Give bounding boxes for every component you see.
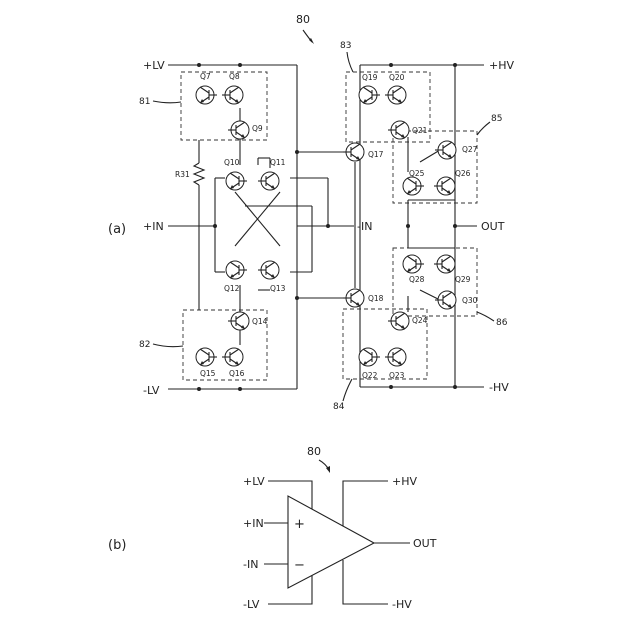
figure-b-out: OUT	[413, 537, 437, 550]
q26-label: Q26	[455, 169, 471, 178]
q18-label: Q18	[368, 294, 384, 303]
transistor-q24	[388, 312, 409, 330]
figure-b: (b) 80 + − +LV +IN -IN -LV +HV OUT -HV	[108, 445, 437, 611]
q12-label: Q12	[224, 284, 240, 293]
q14-label: Q14	[252, 317, 268, 326]
q17-label: Q17	[368, 150, 384, 159]
block-85-label: 85	[491, 114, 502, 124]
block-84-leader	[343, 379, 352, 401]
block-81-label: 81	[139, 97, 150, 107]
transistor-q21	[388, 121, 409, 139]
transistor-q13	[258, 261, 279, 279]
figure-a-tag: (a)	[108, 222, 126, 237]
q11-label: Q11	[270, 158, 286, 167]
block-82-leader	[153, 344, 183, 347]
junction-dots	[197, 63, 457, 391]
q23-label: Q23	[389, 371, 405, 380]
transistor-q9	[228, 121, 249, 139]
transistor-q23	[385, 348, 406, 366]
phv-label: +HV	[489, 59, 514, 72]
q30-label: Q30	[462, 296, 478, 305]
transistor-q25	[403, 177, 424, 195]
transistor-q17	[343, 143, 364, 161]
q8-label: Q8	[229, 72, 240, 81]
block-83-leader	[347, 52, 353, 72]
transistor-q19	[359, 86, 380, 104]
transistor-q30	[435, 291, 456, 309]
out-label: OUT	[481, 220, 505, 233]
min-label: -IN	[357, 220, 372, 233]
figure-a: 80 +LV -LV +HV -HV +IN -IN OUT (a) 81	[108, 13, 514, 412]
q27-label: Q27	[462, 145, 478, 154]
transistor-q14	[228, 312, 249, 330]
r31-resistor	[194, 163, 204, 185]
opamp-symbol	[288, 496, 374, 588]
block-84-label: 84	[333, 402, 345, 412]
figure-b-mhv: -HV	[392, 598, 412, 611]
q29-label: Q29	[455, 275, 471, 284]
transistor-q22	[359, 348, 380, 366]
block-86-leader	[477, 312, 494, 321]
transistor-q11	[258, 172, 279, 190]
q19-label: Q19	[362, 73, 378, 82]
figure-b-pin: +IN	[243, 517, 264, 530]
ref-80-label: 80	[296, 13, 310, 26]
figure-b-phv: +HV	[392, 475, 417, 488]
figure-b-tag: (b)	[108, 538, 126, 553]
transistor-q26	[434, 177, 455, 195]
transistor-q8	[222, 86, 243, 104]
transistor-q18	[343, 289, 364, 307]
figure-b-mlv: -LV	[243, 598, 260, 611]
block-86-label: 86	[496, 318, 508, 328]
transistor-q7	[196, 86, 217, 104]
opamp-leads	[264, 481, 410, 604]
q7-label: Q7	[200, 72, 211, 81]
figure-b-min: -IN	[243, 558, 258, 571]
plv-label: +LV	[143, 59, 165, 72]
transistor-q20	[385, 86, 406, 104]
figure-b-ref: 80	[307, 445, 321, 458]
q22-label: Q22	[362, 371, 378, 380]
q21-label: Q21	[412, 126, 428, 135]
transistor-q29	[434, 255, 455, 273]
transistor-q12	[226, 261, 247, 279]
transistor-q15	[196, 348, 217, 366]
opamp-plus-sign: +	[294, 517, 305, 532]
transistor-q10	[226, 172, 247, 190]
q28-label: Q28	[409, 275, 425, 284]
block-85-leader	[477, 122, 490, 135]
q9-label: Q9	[252, 124, 263, 133]
q10-label: Q10	[224, 158, 240, 167]
transistor-q16	[222, 348, 243, 366]
q25-label: Q25	[409, 169, 425, 178]
pin-label: +IN	[143, 220, 164, 233]
opamp-minus-sign: −	[294, 558, 305, 573]
block-82-label: 82	[139, 340, 150, 350]
q16-label: Q16	[229, 369, 245, 378]
transistor-q27	[435, 141, 456, 159]
block-81-leader	[153, 101, 181, 103]
q20-label: Q20	[389, 73, 405, 82]
mlv-label: -LV	[143, 384, 160, 397]
r31-label: R31	[175, 170, 190, 179]
figure-b-plv: +LV	[243, 475, 265, 488]
transistor-q28	[403, 255, 424, 273]
block-83-label: 83	[340, 41, 351, 51]
q13-label: Q13	[270, 284, 286, 293]
mhv-label: -HV	[489, 381, 509, 394]
q24-label: Q24	[412, 316, 428, 325]
q15-label: Q15	[200, 369, 216, 378]
